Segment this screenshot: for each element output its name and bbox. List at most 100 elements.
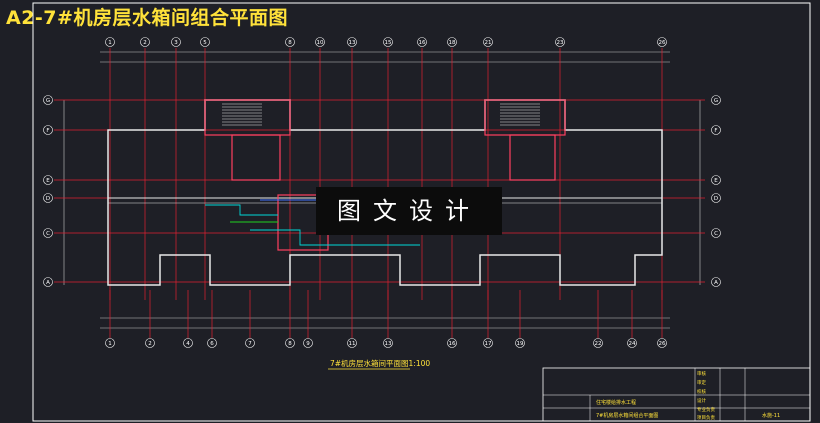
svg-text:A: A xyxy=(46,280,50,286)
svg-text:C: C xyxy=(46,231,50,237)
axis-bubble-top-16: 16 xyxy=(417,37,427,47)
axis-bubble-right-E: E xyxy=(711,175,721,185)
axis-bubble-right-F: F xyxy=(711,125,721,135)
pipe-cyan xyxy=(205,204,420,246)
axis-bubble-top-1: 1 xyxy=(105,37,115,47)
axis-bubble-right-C: C xyxy=(711,228,721,238)
svg-text:9: 9 xyxy=(306,341,310,347)
svg-text:D: D xyxy=(46,196,50,202)
svg-text:10: 10 xyxy=(317,40,324,46)
svg-text:F: F xyxy=(714,128,717,134)
svg-text:2: 2 xyxy=(148,341,152,347)
svg-text:E: E xyxy=(714,178,718,184)
svg-text:6: 6 xyxy=(210,341,214,347)
axis-bubble-right-A: A xyxy=(711,277,721,287)
svg-text:16: 16 xyxy=(449,341,456,347)
svg-text:1: 1 xyxy=(108,40,112,46)
axis-bubble-top-18: 18 xyxy=(447,37,457,47)
title-block-row-label: 项目负责 xyxy=(697,414,715,421)
axis-bubble-top-23: 23 xyxy=(555,37,565,47)
axis-bubble-bottom-9: 9 xyxy=(303,338,313,348)
axis-bubble-bottom-26: 26 xyxy=(657,338,667,348)
axis-bubble-bottom-1: 1 xyxy=(105,338,115,348)
svg-text:G: G xyxy=(46,98,50,104)
axis-bubble-left-A: A xyxy=(43,277,53,287)
machine-room-left xyxy=(231,134,281,181)
axis-bubble-left-G: G xyxy=(43,95,53,105)
drawing-frame xyxy=(32,2,811,422)
svg-text:18: 18 xyxy=(449,40,456,46)
axis-bubble-bottom-7: 7 xyxy=(245,338,255,348)
axis-bubble-bottom-22: 22 xyxy=(593,338,603,348)
title-block-no: 水施-11 xyxy=(762,412,780,419)
svg-text:23: 23 xyxy=(557,40,564,46)
axis-bubble-bottom-16: 16 xyxy=(447,338,457,348)
svg-text:24: 24 xyxy=(629,341,636,347)
axis-bubble-left-C: C xyxy=(43,228,53,238)
svg-text:15: 15 xyxy=(385,40,392,46)
axis-bubble-top-10: 10 xyxy=(315,37,325,47)
axis-bubble-bottom-8: 8 xyxy=(285,338,295,348)
svg-text:16: 16 xyxy=(419,40,426,46)
svg-text:5: 5 xyxy=(203,40,207,46)
axis-bubble-bottom-17: 17 xyxy=(483,338,493,348)
title-block-project: 住宅楼给排水工程 xyxy=(596,399,636,406)
axis-bubble-right-G: G xyxy=(711,95,721,105)
drawing-title: A2-7#机房层水箱间组合平面图 xyxy=(6,7,288,29)
axis-bubble-bottom-11: 11 xyxy=(347,338,357,348)
svg-text:2: 2 xyxy=(143,40,147,46)
svg-text:4: 4 xyxy=(186,341,190,347)
axis-bubble-bottom-19: 19 xyxy=(515,338,525,348)
svg-text:F: F xyxy=(46,128,49,134)
svg-text:7: 7 xyxy=(248,341,252,347)
axis-bubble-bottom-13: 13 xyxy=(383,338,393,348)
svg-text:8: 8 xyxy=(288,341,292,347)
axis-bubble-bottom-2: 2 xyxy=(145,338,155,348)
axis-bubble-top-26: 26 xyxy=(657,37,667,47)
axis-bubble-bottom-24: 24 xyxy=(627,338,637,348)
watermark: 图文设计 xyxy=(316,187,502,235)
axis-bubble-top-5: 5 xyxy=(200,37,210,47)
svg-text:G: G xyxy=(714,98,718,104)
axis-bubble-top-21: 21 xyxy=(483,37,493,47)
axis-bubble-left-F: F xyxy=(43,125,53,135)
plan-caption: 7#机房层水箱间平面图1:100 xyxy=(330,358,430,368)
axis-bubble-right-D: D xyxy=(711,193,721,203)
title-block-row-label: 审核 xyxy=(697,370,706,377)
title-block xyxy=(542,367,811,422)
axis-bubble-top-8: 8 xyxy=(285,37,295,47)
building-outline xyxy=(107,99,663,286)
svg-text:E: E xyxy=(46,178,50,184)
stair-treads xyxy=(222,103,540,126)
svg-text:19: 19 xyxy=(517,341,524,347)
machine-room-right xyxy=(509,134,556,181)
title-block-row-label: 专业负责 xyxy=(697,406,715,413)
axis-bubble-left-D: D xyxy=(43,193,53,203)
axis-bubble-bottom-4: 4 xyxy=(183,338,193,348)
title-block-row-label: 校核 xyxy=(697,388,706,395)
svg-text:13: 13 xyxy=(385,341,392,347)
axis-bubble-bottom-6: 6 xyxy=(207,338,217,348)
axis-bubble-top-3: 3 xyxy=(171,37,181,47)
axis-bubble-top-2: 2 xyxy=(140,37,150,47)
svg-text:A: A xyxy=(714,280,718,286)
svg-text:21: 21 xyxy=(485,40,492,46)
title-block-row-label: 设计 xyxy=(697,397,706,404)
svg-text:22: 22 xyxy=(595,341,602,347)
svg-text:26: 26 xyxy=(659,40,666,46)
title-block-drawing: 7#机房层水箱间组合平面图 xyxy=(596,412,658,419)
svg-text:17: 17 xyxy=(485,341,492,347)
svg-text:C: C xyxy=(714,231,718,237)
title-block-row-label: 审定 xyxy=(697,379,706,386)
svg-text:26: 26 xyxy=(659,341,666,347)
svg-text:11: 11 xyxy=(349,341,356,347)
axis-bubble-top-13: 13 xyxy=(347,37,357,47)
svg-text:8: 8 xyxy=(288,40,292,46)
svg-text:13: 13 xyxy=(349,40,356,46)
axis-bubble-top-15: 15 xyxy=(383,37,393,47)
svg-text:1: 1 xyxy=(108,341,112,347)
